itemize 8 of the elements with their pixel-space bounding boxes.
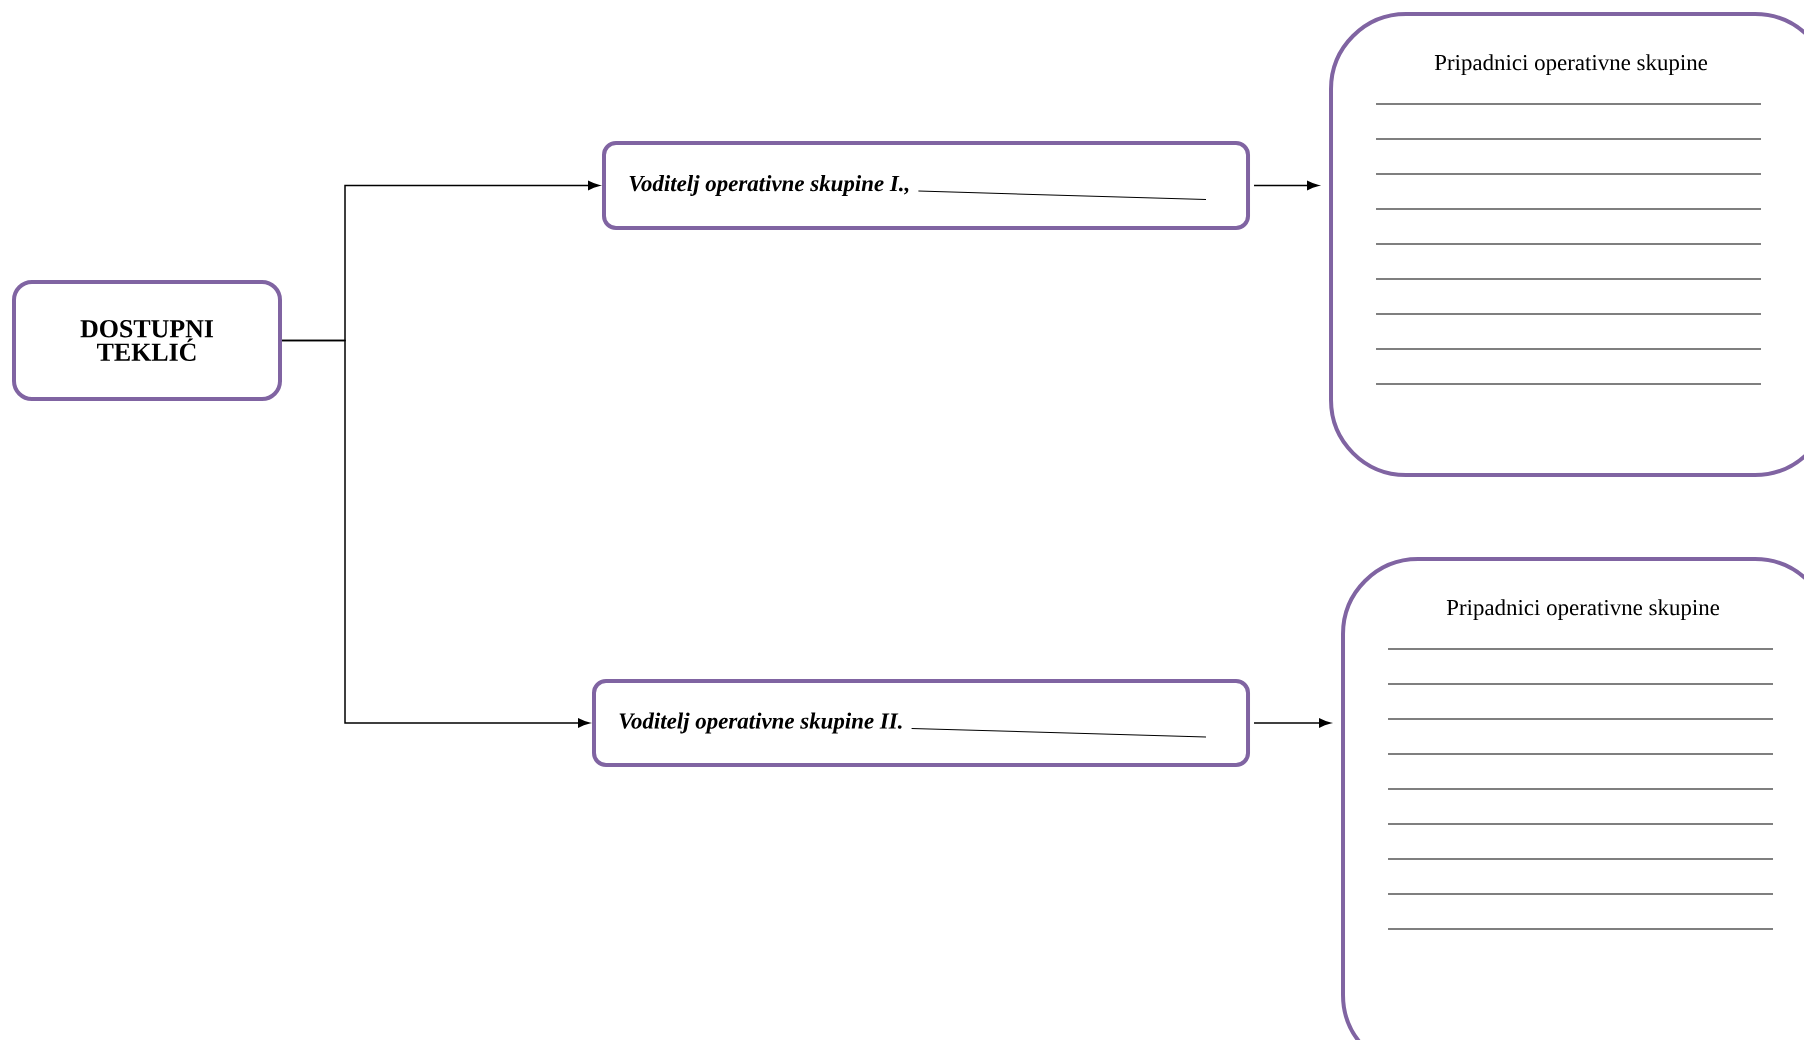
- arrow: [281, 339, 590, 728]
- process-box: Voditelj operativne skupine II.: [592, 679, 1250, 767]
- process-box: DOSTUPNI TEKLIĆ: [12, 280, 282, 401]
- member-box: Pripadnici operativne skupine: [1341, 557, 1804, 1040]
- member-box: Pripadnici operativne skupine: [1329, 12, 1804, 477]
- process-box: Voditelj operativne skupine I.,: [602, 141, 1250, 230]
- arrow: [1253, 181, 1319, 190]
- arrow: [1253, 718, 1331, 728]
